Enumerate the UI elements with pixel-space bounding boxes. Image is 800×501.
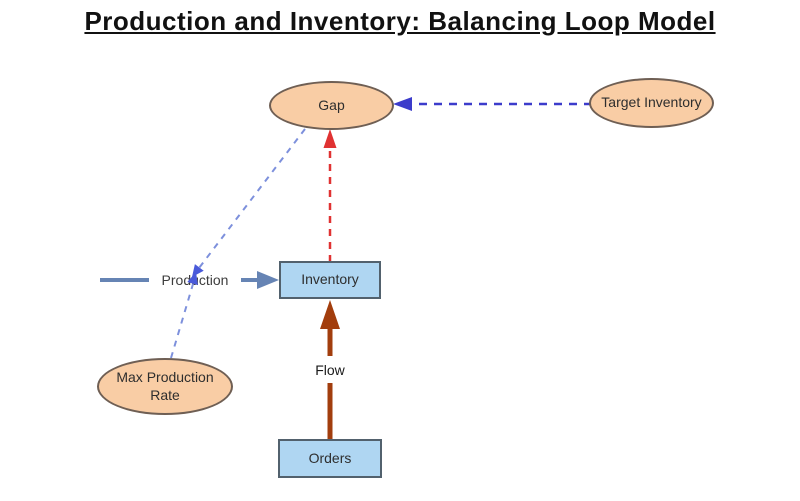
inventory-to-gap-arrowhead (323, 129, 337, 148)
max-rate-to-production-arrow (170, 272, 198, 359)
max-rate-to-production-arrowhead (187, 272, 198, 286)
node-gap: Gap (269, 81, 394, 130)
node-inventory: Inventory (279, 261, 381, 299)
max-rate-to-production-line (170, 283, 194, 359)
node-inventory-label: Inventory (301, 271, 359, 288)
gap-to-production-line (198, 128, 306, 269)
gap-to-production-arrow (192, 128, 306, 277)
node-orders-label: Orders (308, 449, 352, 466)
flow-edge-label: Flow (305, 356, 355, 383)
flow-arrowhead (320, 300, 340, 329)
node-gap-label: Gap (318, 96, 345, 113)
node-target-inventory: Target Inventory (589, 78, 714, 128)
node-max-production-rate-label: Max Production Rate (116, 369, 214, 403)
diagram-title: Production and Inventory: Balancing Loop… (84, 6, 716, 36)
inventory-to-gap-arrow (323, 129, 337, 262)
target-to-gap-arrow (393, 97, 592, 111)
target-to-gap-arrowhead (393, 97, 412, 111)
node-target-inventory-label: Target Inventory (601, 94, 702, 111)
production-arrowhead (257, 271, 279, 289)
node-orders: Orders (278, 439, 382, 478)
node-max-production-rate: Max Production Rate (97, 358, 233, 415)
